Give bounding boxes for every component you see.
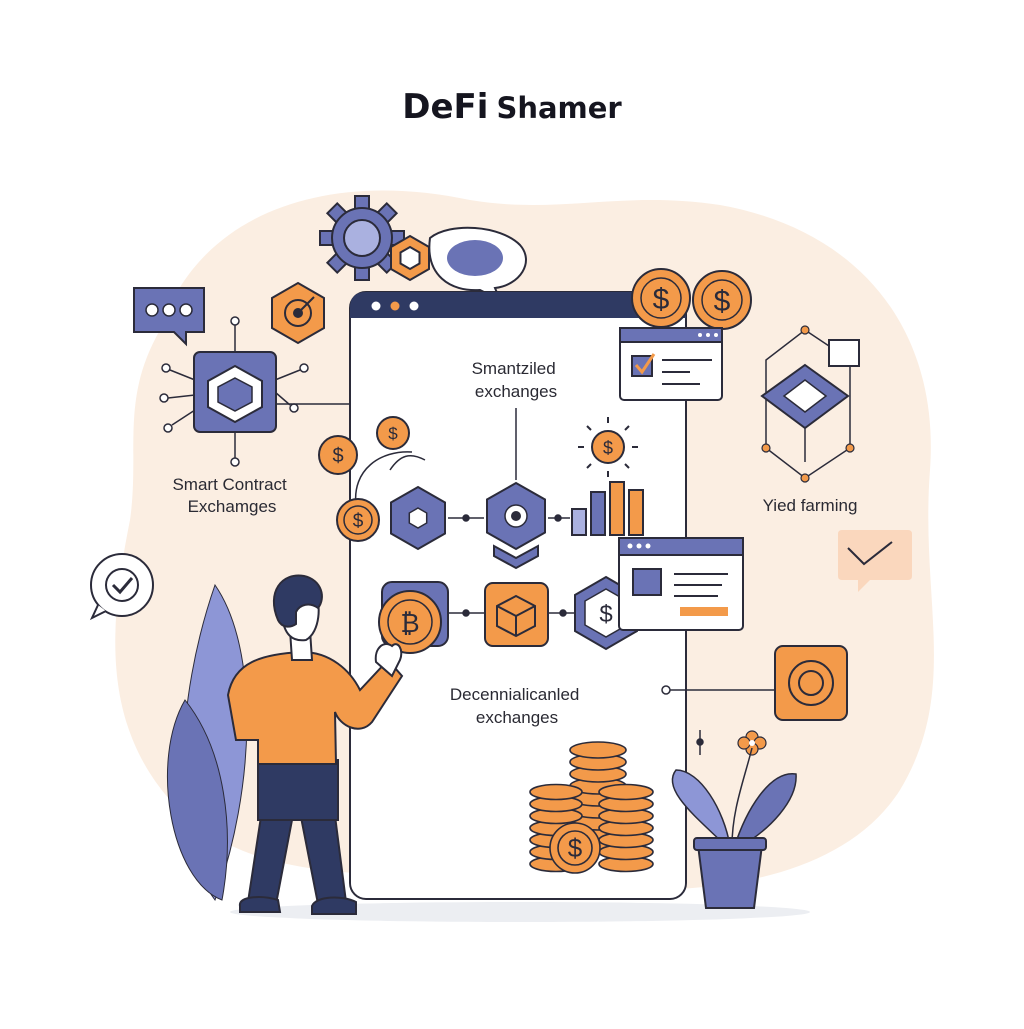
checkmark-icon: [89, 553, 154, 621]
coin-glyph: $: [714, 285, 731, 318]
coin-icon: [578, 417, 638, 477]
label-line: exchanges: [475, 382, 557, 401]
browser-window-icon: [618, 537, 744, 631]
chat-bubble-icon: [428, 226, 527, 303]
coin-icon: [318, 416, 410, 542]
person-figure: [226, 574, 404, 915]
browser-window-icon: [619, 327, 723, 401]
coin-glyph: $: [599, 601, 612, 628]
label-line: Smantziled: [472, 359, 556, 378]
typing-bubble-icon: [133, 287, 205, 347]
coin-glyph: $: [353, 511, 364, 532]
bitcoin-coin-icon: [378, 581, 449, 654]
label-decentralized: Decennialicanled exchanges: [450, 685, 584, 727]
coin-glyph: $: [568, 833, 583, 863]
coin-glyph: $: [332, 445, 343, 467]
bar-chart-icon: [571, 481, 644, 536]
connector-lines: [354, 408, 775, 755]
coin-glyph: $: [388, 424, 398, 443]
label-line: Smart Contract: [172, 475, 287, 494]
title-part-2: Shamer: [496, 91, 622, 125]
coin-icon: [631, 268, 752, 330]
plant-icon: [671, 747, 797, 909]
trend-bubble-icon: [838, 530, 912, 592]
hexagon-icon: [390, 234, 430, 282]
target-icon: [774, 645, 848, 721]
coin-glyph: $: [603, 438, 613, 458]
label-smart-contract: Smart Contract Exchamges: [172, 475, 291, 516]
coin-glyph: $: [653, 283, 670, 316]
label-line: Decennialicanled: [450, 685, 579, 704]
target-icon: [271, 281, 325, 345]
plant-icon: [167, 583, 248, 902]
exchange-hex-node: [390, 485, 446, 551]
title-part-1: DeFi: [402, 87, 488, 127]
label-yield-farming: Yied farming: [763, 496, 858, 515]
coin-stack-icon: [529, 741, 654, 874]
coin-glyph: ₿: [400, 609, 419, 639]
label-line: exchanges: [476, 708, 558, 727]
yield-farming-node: [760, 325, 860, 483]
label-line: Exchamges: [188, 497, 277, 516]
smart-contract-node: [159, 316, 377, 467]
ground-shadow: [230, 902, 810, 922]
exchange-hex-node: [486, 481, 546, 570]
cube-icon: [484, 582, 549, 647]
label-centralized: Smantziled exchanges: [472, 359, 561, 401]
